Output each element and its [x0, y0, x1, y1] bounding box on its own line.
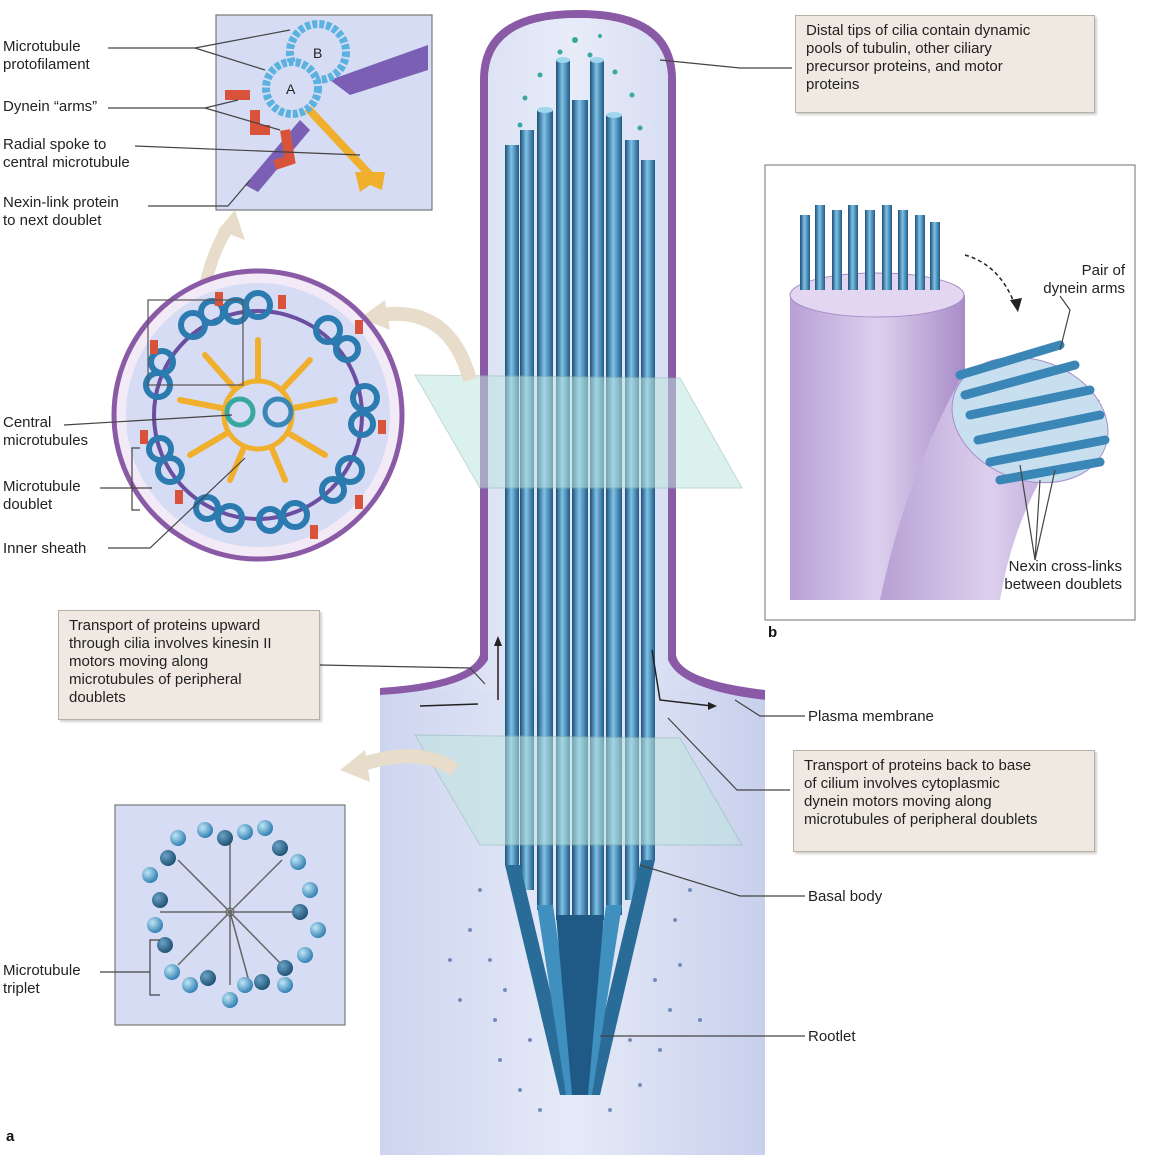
- callout-transport-down-line4: microtubules of peripheral doublets: [804, 811, 1038, 828]
- callout-transport-up-line5: doublets: [69, 689, 126, 706]
- axoneme-cross-section: [111, 268, 405, 562]
- callout-transport-down-line3: dynein motors moving along: [804, 793, 992, 810]
- label-central-mt-line1: Central: [3, 414, 52, 431]
- basal-body-inset: [114, 804, 346, 1026]
- label-dynein-arms: Dynein “arms”: [3, 98, 98, 115]
- callout-transport-down-line2: of cilium involves cytoplasmic: [804, 775, 1000, 792]
- panel-letter-b: b: [768, 624, 778, 641]
- label-pair-dynein-line1: Pair of: [1081, 262, 1125, 279]
- label-mt-triplet-line1: Microtubule: [3, 962, 81, 979]
- callout-transport-up-line2: through cilia involves kinesin II: [69, 635, 272, 652]
- label-nexin-cross-line2: between doublets: [1004, 576, 1122, 593]
- panel-letter-a: a: [6, 1128, 15, 1145]
- label-pair-dynein-arms: Pair of dynein arms: [1010, 262, 1125, 298]
- label-mt-protofilament-line1: Microtubule: [3, 38, 81, 55]
- callout-distal-tips-line2: pools of tubulin, other ciliary: [806, 40, 992, 57]
- label-mt-doublet: Microtubule doublet: [3, 478, 81, 514]
- inset-letter-a: A: [286, 81, 296, 97]
- label-radial-spoke-line2: central microtubule: [3, 154, 130, 171]
- label-nexin-cross-line1: Nexin cross-links: [1008, 558, 1122, 575]
- callout-transport-up: Transport of proteins upward through cil…: [58, 610, 320, 720]
- label-central-microtubules: Central microtubules: [3, 414, 88, 450]
- label-nexin-link: Nexin-link protein to next doublet: [3, 194, 119, 230]
- rootlet-granules: [448, 888, 702, 1112]
- label-inner-sheath: Inner sheath: [3, 540, 87, 557]
- callout-distal-tips-line3: precursor proteins, and motor: [806, 58, 1003, 75]
- callout-transport-up-line1: Transport of proteins upward: [69, 617, 261, 634]
- callout-distal-tips-line1: Distal tips of cilia contain dynamic: [806, 22, 1031, 39]
- label-rootlet: Rootlet: [808, 1028, 856, 1045]
- label-mt-protofilament-line2: protofilament: [3, 56, 90, 73]
- panel-b: [764, 164, 1136, 621]
- doublet-detail-inset: [215, 14, 433, 211]
- label-nexin-cross-links: Nexin cross-links between doublets: [960, 558, 1122, 594]
- inset-letter-b: B: [313, 45, 322, 61]
- callout-transport-down: Transport of proteins back to base of ci…: [793, 750, 1095, 852]
- lower-section-plane: [414, 734, 743, 846]
- label-central-mt-line2: microtubules: [3, 432, 89, 449]
- label-mt-triplet: Microtubule triplet: [3, 962, 81, 998]
- cilium-shaft: [380, 10, 765, 700]
- label-nexin-link-line2: to next doublet: [3, 212, 102, 229]
- callout-transport-down-line1: Transport of proteins back to base: [804, 757, 1032, 774]
- label-mt-doublet-line2: doublet: [3, 496, 53, 513]
- callout-transport-up-line3: motors moving along: [69, 653, 209, 670]
- label-pair-dynein-line2: dynein arms: [1043, 280, 1125, 297]
- leader-lines: [63, 29, 1071, 1037]
- axoneme-microtubules: [505, 57, 655, 1095]
- callout-distal-tips: Distal tips of cilia contain dynamic poo…: [795, 15, 1095, 113]
- label-mt-doublet-line1: Microtubule: [3, 478, 81, 495]
- label-mt-protofilament: Microtubule protofilament: [3, 38, 90, 74]
- label-nexin-link-line1: Nexin-link protein: [3, 194, 119, 211]
- upper-section-plane: [414, 374, 743, 489]
- label-radial-spoke: Radial spoke to central microtubule: [3, 136, 130, 172]
- label-radial-spoke-line1: Radial spoke to: [3, 136, 107, 153]
- label-plasma-membrane: Plasma membrane: [808, 708, 934, 725]
- label-mt-triplet-line2: triplet: [3, 980, 40, 997]
- callout-transport-up-line4: microtubules of peripheral: [69, 671, 242, 688]
- label-basal-body: Basal body: [808, 888, 883, 905]
- callout-distal-tips-line4: proteins: [806, 76, 860, 93]
